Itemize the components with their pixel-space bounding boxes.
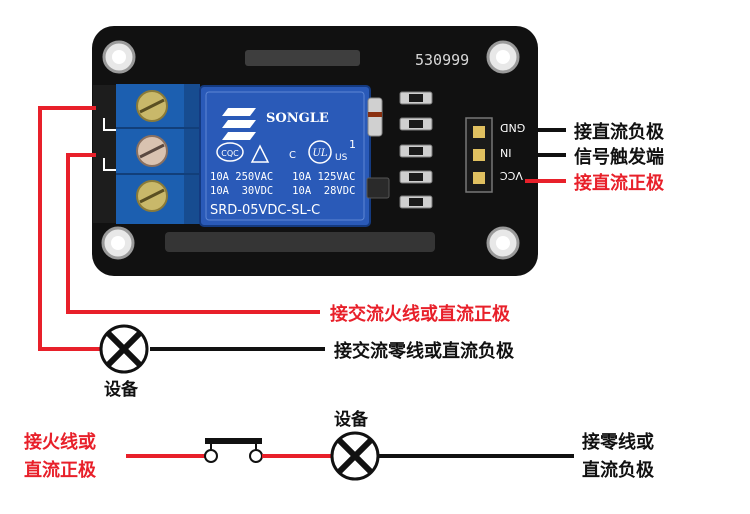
- label-device-bottom: 设备: [334, 410, 368, 430]
- label-gnd-side: 接直流负极: [574, 122, 664, 143]
- relay-model: SRD-05VDC-SL-C: [210, 203, 320, 218]
- warning-triangle-icon: [250, 144, 270, 163]
- blurred-silkscreen-top: [245, 50, 360, 66]
- label-com-terminal: 接交流零线或直流负极: [334, 341, 514, 362]
- label-device-top: 设备: [104, 380, 138, 400]
- relay-pin-mark: 1: [349, 138, 356, 151]
- switch-icon: [204, 438, 263, 463]
- wire-no-to-device: [38, 106, 100, 351]
- label-switch-right-line1: 接零线或: [582, 432, 654, 453]
- cert-c-mark: C: [289, 150, 296, 161]
- cert-us-mark: US: [335, 153, 348, 163]
- label-no-terminal: 接交流火线或直流正极: [330, 304, 510, 325]
- relay-brand: SONGLE: [266, 111, 329, 126]
- terminal-screw-no: [136, 90, 168, 122]
- wire-com-to-hot: [66, 153, 320, 314]
- pin-gnd: [473, 126, 485, 138]
- label-switch-right-line2: 直流负极: [582, 460, 654, 481]
- label-switch-left-line2: 直流正极: [24, 460, 96, 481]
- pin-vcc: [473, 172, 485, 184]
- board-model-code: 530999: [415, 51, 469, 69]
- cqc-cert-icon: CQC: [216, 142, 244, 162]
- terminal-screw-com: [136, 135, 168, 167]
- transistor-component: [366, 177, 390, 199]
- relay-module-board: 530999 S: [92, 26, 538, 276]
- svg-text:CQC: CQC: [221, 149, 239, 158]
- label-in-side: 信号触发端: [574, 147, 664, 168]
- pin-label-in: IN: [500, 146, 511, 159]
- device-lamp-icon-top: [99, 324, 149, 374]
- label-vcc-side: 接直流正极: [574, 173, 664, 194]
- blurred-silkscreen-bottom: [165, 232, 435, 252]
- relay-spec-line-1: 10A 250VAC 10A 125VAC: [210, 171, 355, 183]
- ul-cert-icon: UL: [308, 140, 332, 164]
- label-switch-left-line1: 接火线或: [24, 432, 96, 453]
- songle-logo-icon: [222, 108, 256, 140]
- relay-component: SONGLE 1 CQC C UL US 10A 250VAC 10A 125V…: [199, 85, 371, 227]
- svg-text:UL: UL: [312, 148, 327, 159]
- smd-components: [399, 91, 433, 209]
- device-lamp-icon-bottom: [330, 431, 380, 481]
- pin-in: [473, 149, 485, 161]
- terminal-screw-nc: [136, 180, 168, 212]
- pin-label-gnd: GND: [500, 121, 525, 134]
- relay-spec-line-2: 10A 30VDC 10A 28VDC: [210, 185, 355, 197]
- pin-label-vcc: VCC: [500, 169, 523, 182]
